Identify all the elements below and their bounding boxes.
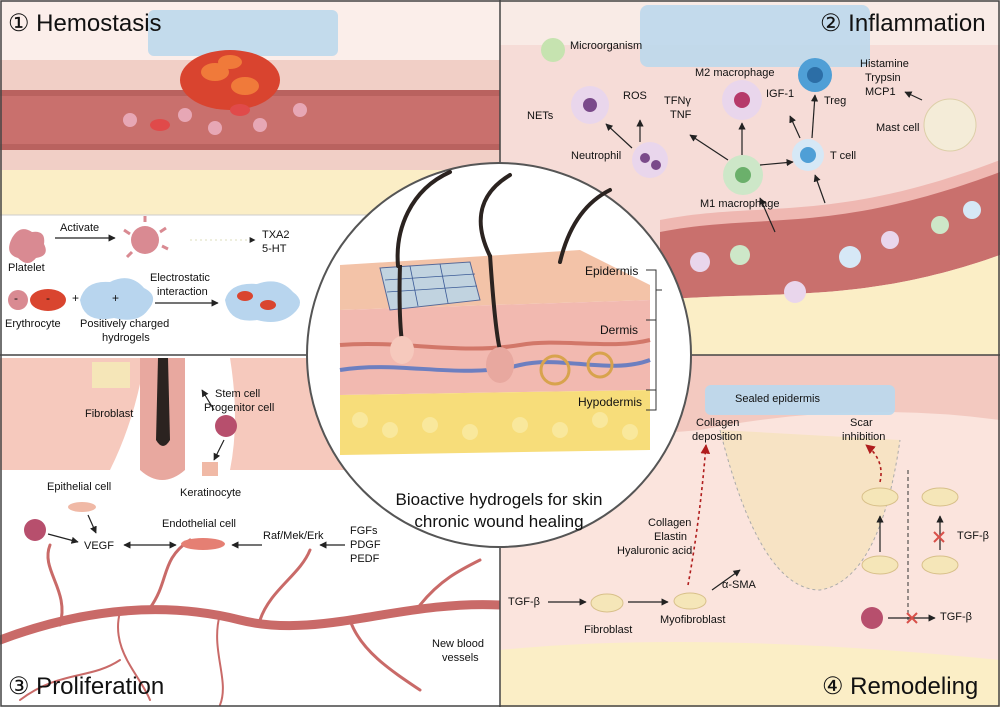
blood-vessel xyxy=(660,170,1000,300)
layer-label-hypodermis: Hypodermis xyxy=(578,395,643,409)
hair-strands xyxy=(395,170,612,268)
remodeling-cells xyxy=(590,487,959,613)
label-tfny: TFNγ xyxy=(664,95,691,107)
label-txa2: TXA2 xyxy=(262,229,290,241)
label-treg: Treg xyxy=(824,95,847,107)
label-platelet: Platelet xyxy=(8,262,45,274)
plus-sign-2: + xyxy=(112,291,120,305)
label-hydrogel-2: hydrogels xyxy=(102,332,150,344)
activated-platelet xyxy=(131,226,159,254)
epithelial-cell xyxy=(68,502,96,512)
label-mast-cell: Mast cell xyxy=(876,122,920,134)
new-blood-vessels xyxy=(0,538,505,706)
label-progenitor-cell: Progenitor cell xyxy=(204,402,275,414)
keratinocyte-cell xyxy=(202,462,218,476)
stem-cell xyxy=(215,415,237,437)
panel-title-hemostasis: ① Hemostasis xyxy=(8,10,162,37)
plus-sign: + xyxy=(72,291,80,305)
label-histamine: Histamine xyxy=(860,58,909,70)
label-stem-cell: Stem cell xyxy=(215,388,261,400)
label-mcp1: MCP1 xyxy=(865,86,896,98)
label-tgfb-right: TGF-β xyxy=(957,530,989,542)
label-5ht: 5-HT xyxy=(262,243,287,255)
label-igf1: IGF-1 xyxy=(766,88,795,100)
layer-label-dermis: Dermis xyxy=(600,323,638,337)
inhibition-cross-icon xyxy=(906,531,945,624)
label-electrostatic: Electrostatic xyxy=(150,272,210,284)
sealed-epidermis-hydrogel xyxy=(705,385,895,415)
label-erythrocyte: Erythrocyte xyxy=(5,318,61,330)
label-elastin: Elastin xyxy=(654,531,688,543)
fibroblast-cell xyxy=(92,362,130,388)
label-tgfb-bottom: TGF-β xyxy=(940,611,972,623)
label-myofibroblast: Myofibroblast xyxy=(660,614,726,626)
panel-title-remodeling: ④ Remodeling xyxy=(822,673,979,700)
label-collagen-deposition-2: deposition xyxy=(692,431,743,443)
panel-hemostasis xyxy=(0,0,500,215)
label-hydrogel-1: Positively charged xyxy=(80,318,170,330)
label-alpha-sma: α-SMA xyxy=(722,579,756,591)
label-endothelial-cell: Endothelial cell xyxy=(162,518,236,530)
hydrogel-block xyxy=(148,10,338,56)
proliferation-arrows xyxy=(47,514,345,549)
label-hyaluronic-acid: Hyaluronic acid xyxy=(617,545,693,557)
platelet-cell xyxy=(9,229,46,263)
sweat-gland xyxy=(539,354,571,386)
label-fibroblast-remodel: Fibroblast xyxy=(584,624,633,636)
label-fgfs: FGFs xyxy=(350,525,378,537)
label-sealed-epidermis: Sealed epidermis xyxy=(735,393,820,405)
label-m2-macrophage: M2 macrophage xyxy=(695,67,775,79)
panel-title-inflammation: ② Inflammation xyxy=(820,10,986,37)
minus-sign-2: - xyxy=(46,291,50,305)
label-interaction: interaction xyxy=(157,286,208,298)
endothelial-cell xyxy=(181,538,225,550)
label-tgfb-left: TGF-β xyxy=(508,596,540,608)
microorganism-icon xyxy=(541,38,565,62)
positively-charged-hydrogel xyxy=(80,278,154,320)
dotted-arrows xyxy=(687,444,882,586)
label-fibroblast: Fibroblast xyxy=(85,408,134,420)
label-t-cell: T cell xyxy=(830,150,857,162)
neutrophil-cell xyxy=(632,142,668,178)
vessel-cells xyxy=(123,103,307,135)
label-activate: Activate xyxy=(60,222,100,234)
blood-clot xyxy=(180,50,280,110)
label-keratinocyte: Keratinocyte xyxy=(180,487,242,499)
minus-sign: - xyxy=(14,291,18,305)
label-ros: ROS xyxy=(623,90,647,102)
mast-cell xyxy=(923,98,977,152)
panel-title-proliferation: ③ Proliferation xyxy=(8,673,165,700)
label-tnf: TNF xyxy=(670,109,692,121)
center-title-line1: Bioactive hydrogels for skin xyxy=(395,490,603,509)
label-raf-mek-erk: Raf/Mek/Erk xyxy=(263,530,324,542)
label-neutrophil: Neutrophil xyxy=(571,150,622,162)
layer-label-epidermis: Epidermis xyxy=(585,264,639,278)
inflammation-arrows xyxy=(605,91,923,233)
layer-brackets xyxy=(646,269,662,411)
label-collagen-deposition-1: Collagen xyxy=(696,417,740,429)
label-scar: Scar xyxy=(850,417,873,429)
label-epithelial-cell: Epithelial cell xyxy=(47,481,112,493)
hydrogel-block xyxy=(640,5,870,67)
label-new-blood: New blood xyxy=(432,638,484,650)
label-vegf: VEGF xyxy=(84,540,114,552)
label-m1-macrophage: M1 macrophage xyxy=(700,198,780,210)
label-collagen: Collagen xyxy=(648,517,692,529)
erythrocyte xyxy=(30,289,66,311)
center-title-line2: chronic wound healing xyxy=(414,512,584,531)
label-inhibition: inhibition xyxy=(842,431,886,443)
label-trypsin: Trypsin xyxy=(865,72,901,84)
label-microorganism: Microorganism xyxy=(570,40,643,52)
label-pedf: PEDF xyxy=(350,553,380,565)
vessel-cells xyxy=(690,201,981,303)
label-nets: NETs xyxy=(527,110,554,122)
label-pdgf: PDGF xyxy=(350,539,381,551)
macrophage-cell xyxy=(24,519,46,541)
center-skin-diagram xyxy=(306,162,692,548)
macrophage-cell xyxy=(861,607,883,629)
label-vessels: vessels xyxy=(442,652,479,664)
